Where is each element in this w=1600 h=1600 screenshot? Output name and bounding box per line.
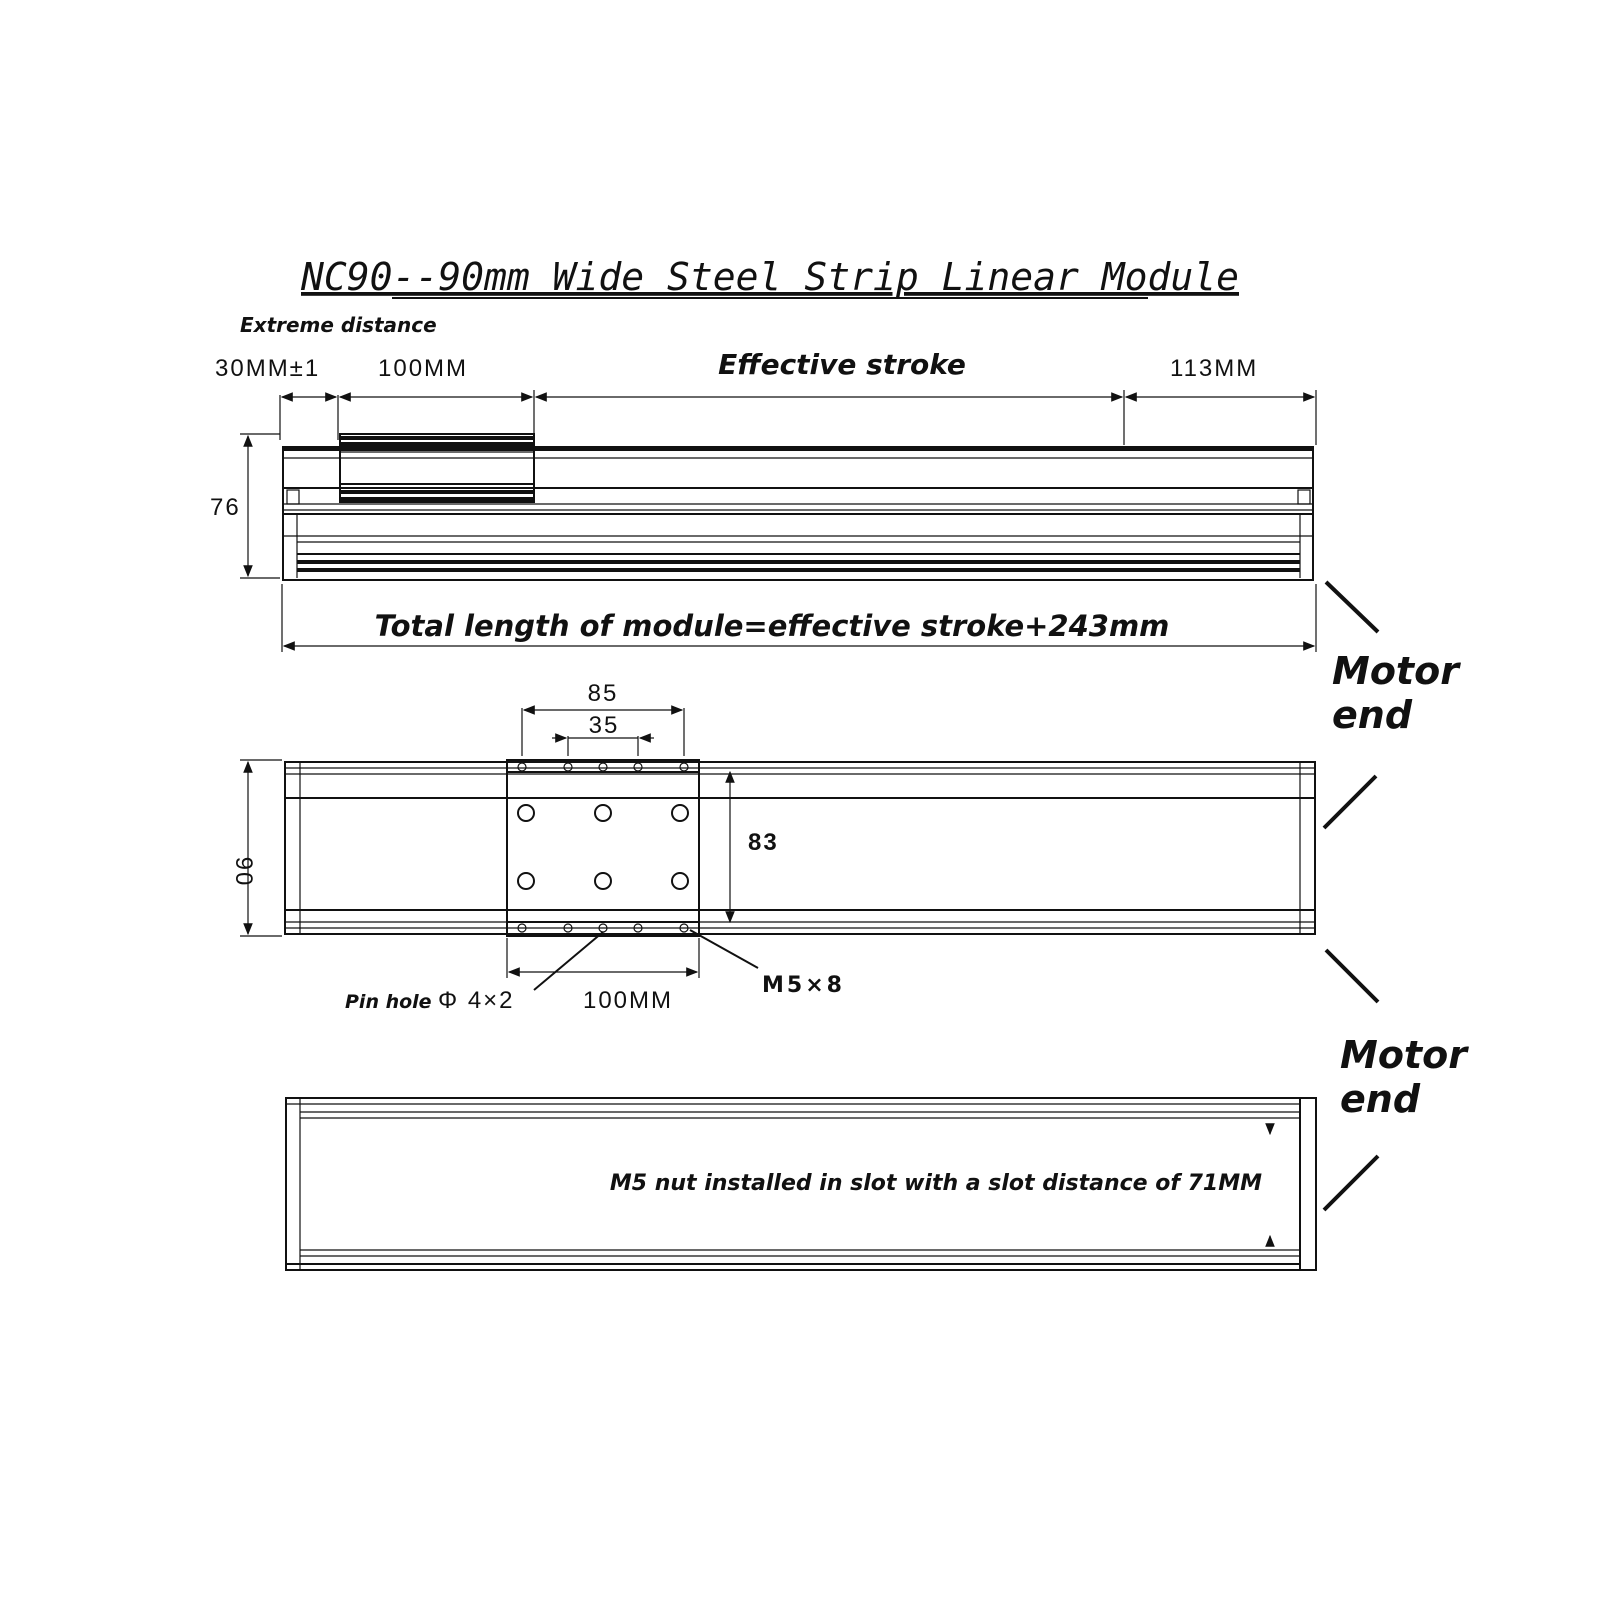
dim-113mm: 113MM <box>1170 355 1258 382</box>
dim-height-76: 76 <box>210 494 241 521</box>
pin-hole-label: Pin hole <box>345 991 432 1013</box>
motor-end-label-bottom: Motor <box>1340 1033 1469 1077</box>
slot-note: M5 nut installed in slot with a slot dis… <box>610 1171 1262 1196</box>
dim-100mm-top: 100MM <box>378 355 468 382</box>
extreme-distance-label: Extreme distance <box>240 313 437 337</box>
plan-view: 85 35 90 <box>230 680 1469 1212</box>
dim-100mm-plan: 100MM <box>583 987 673 1014</box>
carriage-side <box>339 433 535 503</box>
motor-end-label-top: Motor <box>1332 649 1461 693</box>
carriage-plate <box>506 759 700 937</box>
motor-end-label-top-2: end <box>1332 693 1413 737</box>
effective-stroke-label: Effective stroke <box>718 348 966 381</box>
dim-35: 35 <box>589 712 620 739</box>
bottom-view: M5 nut installed in slot with a slot dis… <box>285 1097 1317 1271</box>
motor-end-leader-1 <box>1324 580 1380 634</box>
bolt-spec-label: M5×8 <box>762 973 845 998</box>
drawing-title: NC90--90mm Wide Steel Strip Linear Modul… <box>300 255 1239 299</box>
dim-85: 85 <box>588 680 619 707</box>
side-view: Extreme distance 30MM±1 100MM Effective … <box>210 313 1461 830</box>
mounting-holes <box>517 804 689 890</box>
dim-83: 83 <box>748 829 779 856</box>
motor-end-label-bottom-2: end <box>1340 1077 1421 1121</box>
motor-end-leader-4 <box>1322 1154 1380 1212</box>
edge-holes <box>517 762 689 933</box>
total-length-label: Total length of module=effective stroke+… <box>375 609 1170 643</box>
motor-end-leader-3 <box>1324 948 1380 1004</box>
dim-30mm: 30MM±1 <box>215 355 320 382</box>
motor-end-leader-2 <box>1322 774 1378 830</box>
dim-width-90: 90 <box>230 857 257 888</box>
pin-hole-spec: Φ 4×2 <box>438 987 515 1014</box>
